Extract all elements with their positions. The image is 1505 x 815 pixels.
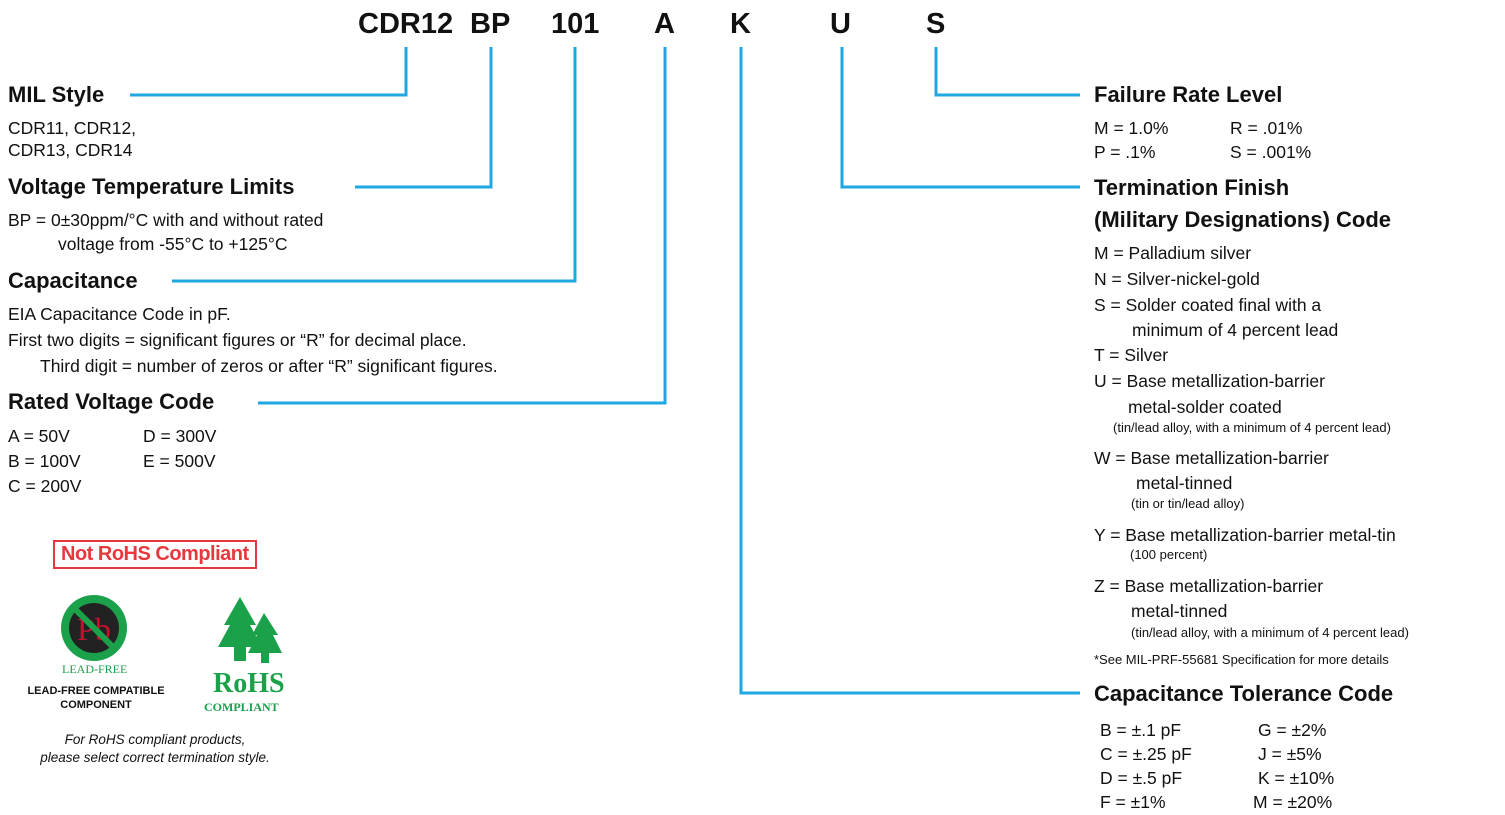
termination-t: T = Silver — [1094, 345, 1169, 365]
tolerance-m: M = ±20% — [1253, 792, 1333, 812]
termination-w-1: W = Base metallization-barrier — [1094, 448, 1329, 468]
termination-n: N = Silver-nickel-gold — [1094, 269, 1260, 289]
failure-rate-r: R = .01% — [1230, 118, 1303, 138]
tolerance-c: C = ±.25 pF — [1100, 744, 1192, 764]
code-mil-style: CDR12 — [358, 8, 454, 40]
termination-s-2: minimum of 4 percent lead — [1132, 320, 1339, 340]
capacitance-line-3: Third digit = number of zeros or after “… — [40, 356, 498, 376]
lead-free-caption-2: COMPONENT — [60, 699, 132, 711]
termination-title-1: Termination Finish — [1094, 175, 1290, 200]
capacitance-line-2: First two digits = significant figures o… — [8, 330, 467, 350]
connector-rated-voltage — [258, 47, 667, 405]
termination-z-1: Z = Base metallization-barrier — [1094, 576, 1324, 596]
mil-style-title: MIL Style — [8, 82, 105, 107]
mil-style-line-1: CDR11, CDR12, — [8, 118, 137, 138]
tolerance-g: G = ±2% — [1258, 720, 1327, 740]
voltage-temp-line-1: BP = 0±30ppm/°C with and without rated — [8, 210, 324, 230]
code-rated-voltage: A — [654, 8, 675, 40]
rated-voltage-e: E = 500V — [143, 451, 216, 471]
termination-y-1: Y = Base metallization-barrier metal-tin — [1094, 525, 1396, 545]
connector-tolerance — [739, 47, 1080, 695]
termination-u-2: metal-solder coated — [1128, 397, 1282, 417]
termination-s-1: S = Solder coated final with a — [1094, 295, 1322, 315]
not-rohs-badge: Not RoHS Compliant — [53, 540, 257, 569]
capacitance-line-1: EIA Capacitance Code in pF. — [8, 304, 231, 324]
rohs-trees-icon — [218, 597, 282, 663]
tolerance-k: K = ±10% — [1258, 768, 1335, 788]
tolerance-title: Capacitance Tolerance Code — [1094, 681, 1394, 706]
connector-capacitance — [172, 47, 577, 283]
lead-free-caption-1: LEAD-FREE COMPATIBLE — [27, 685, 165, 697]
rated-voltage-a: A = 50V — [8, 426, 70, 446]
rohs-logo-sub: COMPLIANT — [204, 700, 279, 714]
termination-z-3: (tin/lead alloy, with a minimum of 4 per… — [1131, 625, 1409, 640]
code-voltage-temp: BP — [470, 8, 511, 40]
lead-free-icon: Pb — [61, 595, 127, 661]
code-failure-rate: S — [926, 8, 946, 40]
rated-voltage-title: Rated Voltage Code — [8, 389, 215, 414]
connector-failure-rate — [934, 47, 1080, 97]
rated-voltage-d: D = 300V — [143, 426, 217, 446]
lead-free-logo-text: LEAD-FREE — [62, 662, 128, 676]
code-capacitance: 101 — [551, 8, 600, 40]
termination-footnote: *See MIL-PRF-55681 Specification for mor… — [1094, 652, 1389, 667]
tolerance-j: J = ±5% — [1258, 744, 1322, 764]
tolerance-b: B = ±.1 pF — [1100, 720, 1182, 740]
code-termination: U — [830, 8, 851, 40]
failure-rate-title: Failure Rate Level — [1094, 82, 1283, 107]
tolerance-d: D = ±.5 pF — [1100, 768, 1183, 788]
connector-mil-style — [130, 47, 408, 97]
code-tolerance: K — [730, 8, 751, 40]
failure-rate-s: S = .001% — [1230, 142, 1312, 162]
rohs-logo-text: RoHS — [213, 668, 285, 699]
termination-u-3: (tin/lead alloy, with a minimum of 4 per… — [1113, 420, 1391, 435]
rohs-note-2: please select correct termination style. — [40, 750, 270, 765]
rated-voltage-b: B = 100V — [8, 451, 81, 471]
voltage-temp-title: Voltage Temperature Limits — [8, 174, 295, 199]
connector-voltage-temp — [355, 47, 493, 189]
tolerance-f: F = ±1% — [1100, 792, 1166, 812]
failure-rate-m: M = 1.0% — [1094, 118, 1169, 138]
termination-y-2: (100 percent) — [1130, 547, 1208, 562]
connector-termination — [840, 47, 1080, 189]
termination-m: M = Palladium silver — [1094, 243, 1252, 263]
mil-style-line-2: CDR13, CDR14 — [8, 140, 133, 160]
termination-title-2: (Military Designations) Code — [1094, 207, 1392, 232]
termination-w-3: (tin or tin/lead alloy) — [1131, 496, 1245, 511]
termination-z-2: metal-tinned — [1131, 601, 1228, 621]
rohs-note-1: For RoHS compliant products, — [64, 732, 246, 747]
termination-w-2: metal-tinned — [1136, 473, 1233, 493]
termination-u-1: U = Base metallization-barrier — [1094, 371, 1325, 391]
failure-rate-p: P = .1% — [1094, 142, 1156, 162]
voltage-temp-line-2: voltage from -55°C to +125°C — [58, 234, 288, 254]
rated-voltage-c: C = 200V — [8, 476, 82, 496]
capacitance-title: Capacitance — [8, 268, 138, 293]
